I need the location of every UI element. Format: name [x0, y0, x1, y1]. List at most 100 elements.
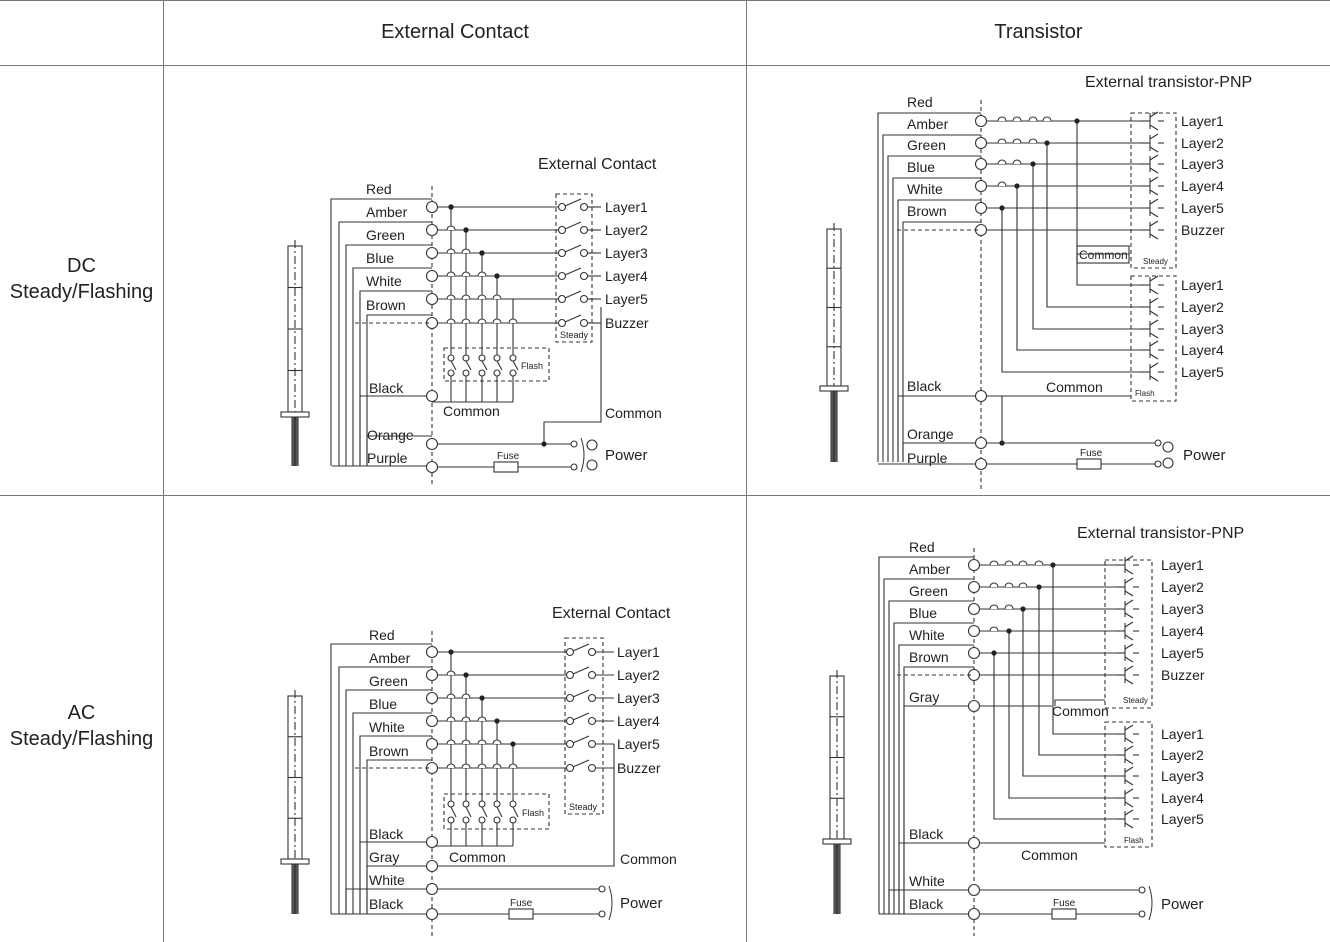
wire-label-green: Green: [366, 227, 405, 243]
switch-contact: [565, 693, 575, 703]
junction-dot: [1044, 140, 1050, 146]
wire-crossover: [446, 716, 456, 722]
layer-label: Layer5: [1161, 811, 1204, 827]
wire-label-red: Red: [366, 181, 392, 197]
switch-contact: [579, 202, 589, 212]
layer-label: Layer5: [1161, 645, 1204, 661]
steady-label: Steady: [1123, 696, 1148, 705]
transistor-emitter: [1124, 599, 1134, 606]
wire: [878, 556, 974, 914]
junction-dot: [463, 672, 469, 678]
power-terminal: [1154, 439, 1162, 447]
plus-symbol: [1162, 441, 1174, 453]
wire-label-blue: Blue: [366, 250, 394, 266]
transistor-collector: [1124, 568, 1134, 575]
diagram-title: External Contact: [538, 156, 657, 173]
switch-contact: [565, 739, 575, 749]
wire-crossover: [477, 716, 487, 722]
wire-crossover: [1004, 560, 1014, 566]
pnp-transistor-icon: [1115, 577, 1139, 597]
transistor-collector: [1149, 189, 1159, 196]
terminal: [974, 436, 988, 450]
transistor-collector: [1149, 375, 1159, 382]
transistor-emitter: [1149, 111, 1159, 118]
switch-blade: [564, 314, 582, 323]
junction-dot: [479, 250, 485, 256]
wire-label-blue: Blue: [907, 159, 935, 175]
terminal: [425, 737, 439, 751]
wire-label-black-2: Black: [369, 896, 404, 912]
transistor-emitter: [1149, 154, 1159, 161]
minus-symbol: [586, 459, 598, 471]
flash-blade: [450, 360, 457, 371]
terminal: [967, 646, 981, 660]
wire-crossover: [1004, 582, 1014, 588]
layer-label: Layer2: [617, 667, 660, 683]
transistor-emitter: [1124, 621, 1134, 628]
pnp-transistor-icon: [1140, 319, 1164, 339]
switch-blade: [572, 712, 590, 721]
flash-blade: [465, 806, 472, 818]
switch-contact: [579, 318, 589, 328]
pnp-transistor-icon: [1115, 665, 1139, 685]
wire-crossover: [492, 294, 502, 300]
flash-blade: [496, 806, 503, 818]
wire-label-black: Black: [907, 378, 942, 394]
switch-blade: [564, 198, 582, 207]
terminal: [425, 882, 439, 896]
terminal: [967, 624, 981, 638]
wire: [1046, 143, 1142, 308]
wire: [877, 112, 981, 462]
wire: [1008, 631, 1117, 799]
wire: [902, 221, 981, 462]
common-label: Common: [1052, 703, 1109, 719]
transistor-collector: [1124, 801, 1134, 808]
wire-crossover: [508, 318, 518, 324]
wire: [359, 841, 432, 914]
dc-external-contact-diagram: External ContactRedLayer1AmberLayer2Gree…: [280, 156, 662, 486]
row-label-ac: AC Steady/Flashing: [0, 700, 163, 752]
wire-crossover: [446, 670, 456, 676]
layer-label: Layer3: [605, 245, 648, 261]
switch-contact: [587, 763, 597, 773]
layer-label: Layer3: [1161, 768, 1204, 784]
power-terminal: [598, 910, 606, 918]
layer-label: Layer4: [1161, 790, 1204, 806]
transistor-emitter: [1124, 788, 1134, 795]
switch-contact: [557, 271, 567, 281]
layer-label: Layer1: [1181, 277, 1224, 293]
power-bracket: [1148, 885, 1153, 921]
plus-symbol: [586, 439, 598, 451]
wire: [903, 705, 974, 914]
junction-dot: [1006, 628, 1012, 634]
pnp-transistor-icon: [1140, 176, 1164, 196]
fuse-icon: [1076, 458, 1102, 470]
switch-contact: [587, 739, 597, 749]
header-divider: [0, 65, 1330, 66]
steady-box: [564, 637, 604, 815]
switch-contact: [565, 670, 575, 680]
junction-dot: [448, 649, 454, 655]
wire: [892, 177, 981, 462]
layer-label: Layer4: [1181, 178, 1224, 194]
wire: [345, 244, 432, 466]
wire-label-gray: Gray: [369, 849, 399, 865]
terminal: [967, 580, 981, 594]
wire-label-green: Green: [369, 673, 408, 689]
flash-contact: [509, 354, 517, 362]
wire: [888, 889, 974, 914]
terminal: [974, 389, 988, 403]
terminal: [425, 835, 439, 849]
wire-label-amber: Amber: [366, 204, 408, 220]
flash-blade: [450, 806, 457, 818]
terminal: [967, 883, 981, 897]
fuse-icon: [493, 461, 519, 473]
switch-blade: [572, 759, 590, 768]
flash-contact: [447, 800, 455, 808]
transistor-emitter: [1149, 176, 1159, 183]
wire-crossover: [997, 181, 1007, 187]
fuse-label: Fuse: [510, 898, 533, 909]
common-label-2: Common: [620, 851, 677, 867]
layer-label: Layer2: [1181, 135, 1224, 151]
transistor-emitter: [1149, 198, 1159, 205]
